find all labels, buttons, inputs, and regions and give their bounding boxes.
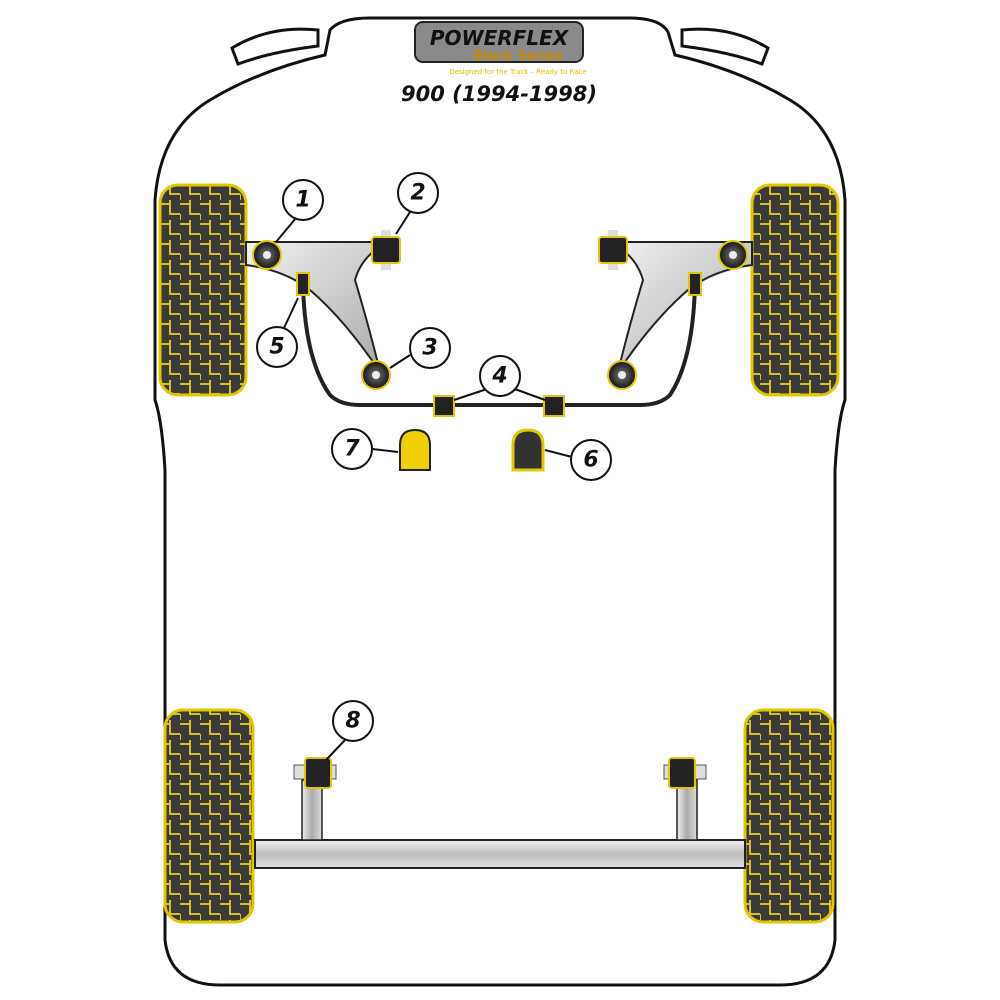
bushing-2 <box>371 230 401 270</box>
callout-5: 5 <box>256 326 298 368</box>
svg-text:7: 7 <box>344 437 360 462</box>
callout-8: 8 <box>332 700 374 742</box>
svg-text:1: 1 <box>295 188 310 213</box>
callout-2: 2 <box>397 172 439 214</box>
bushing-4-left <box>433 395 455 417</box>
rear-right-tyre <box>743 708 835 924</box>
leader-lines <box>275 211 573 761</box>
svg-text:8: 8 <box>345 709 360 734</box>
svg-text:4: 4 <box>491 364 507 389</box>
bushing-2-right <box>598 230 628 270</box>
front-left-tyre <box>158 183 248 397</box>
callout-6: 6 <box>570 439 612 481</box>
callout-4: 4 <box>479 355 521 397</box>
bushing-8 <box>293 757 337 789</box>
left-mirror-outline <box>230 27 320 66</box>
svg-text:Black Series: Black Series <box>473 49 563 64</box>
bushing-1-right <box>718 240 748 270</box>
rear-left-tyre <box>163 708 255 924</box>
svg-text:5: 5 <box>269 335 284 360</box>
svg-text:Designed for the Track – Ready: Designed for the Track – Ready to Race <box>449 68 586 76</box>
svg-text:2: 2 <box>410 181 425 206</box>
anti-roll-bar <box>301 284 697 407</box>
svg-text:POWERFLEX: POWERFLEX <box>430 26 570 50</box>
bushing-3 <box>361 360 391 390</box>
model-title: 900 (1994-1998) <box>401 82 597 106</box>
powerflex-logo: POWERFLEX Black Series Designed for the … <box>414 21 587 76</box>
front-right-tyre <box>750 183 840 397</box>
bushing-4-right <box>543 395 565 417</box>
bushing-8-right <box>663 757 707 789</box>
bushing-5-right <box>688 272 702 296</box>
svg-text:3: 3 <box>422 336 437 361</box>
right-mirror-outline <box>680 27 770 66</box>
bushing-5 <box>296 272 310 296</box>
bushing-7 <box>399 428 431 471</box>
bushing-6 <box>511 428 545 472</box>
bushing-3-right <box>607 360 637 390</box>
callout-3: 3 <box>409 327 451 369</box>
bushing-1 <box>252 240 282 270</box>
svg-text:6: 6 <box>583 448 598 473</box>
callout-7: 7 <box>331 428 373 470</box>
callout-1: 1 <box>282 179 324 221</box>
rear-beam <box>254 839 746 869</box>
